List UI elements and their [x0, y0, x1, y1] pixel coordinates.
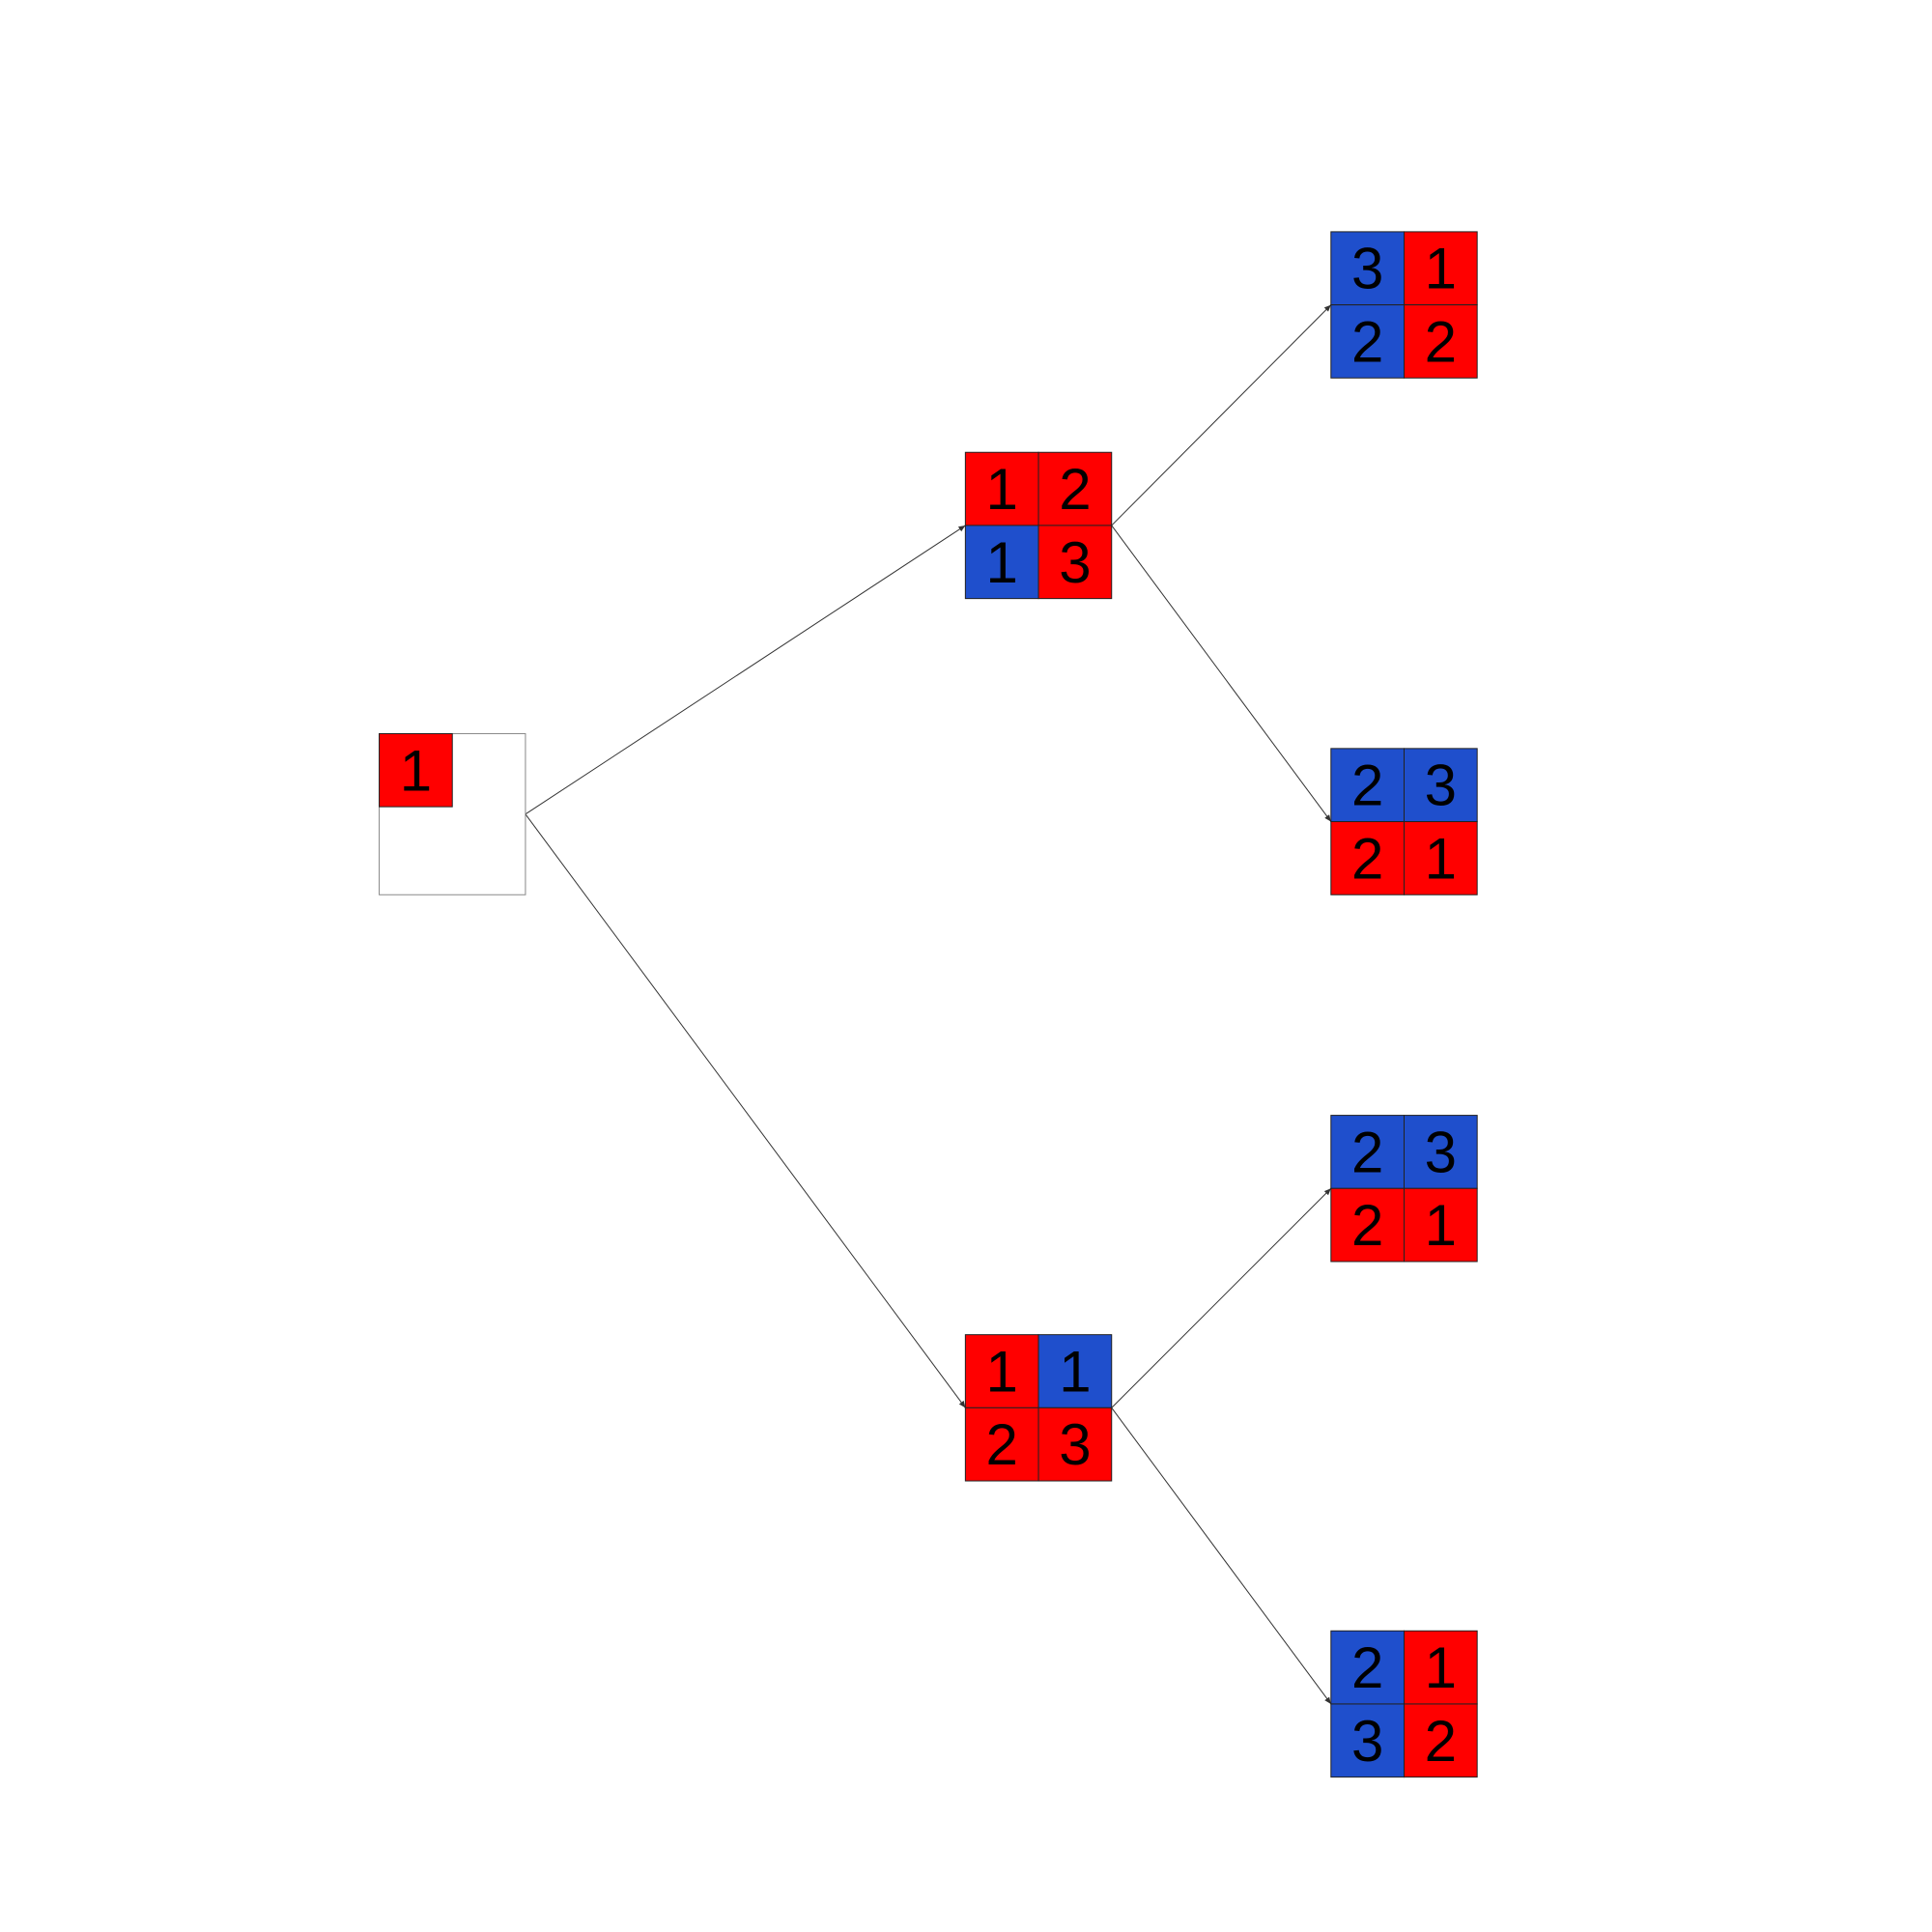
cell-number-label: 1	[1425, 826, 1457, 891]
cell-number-label: 2	[1351, 1193, 1383, 1258]
cell-blue	[1330, 1703, 1405, 1778]
edge-root-to-level1-top	[525, 525, 966, 815]
cell-red	[1403, 304, 1478, 379]
cell-number-label: 3	[1351, 1709, 1383, 1774]
edges-layer	[525, 304, 1332, 1705]
cell-red	[1403, 1187, 1478, 1263]
edge-level1-top-to-level2-b	[1111, 525, 1332, 822]
grid-node-root: 1	[379, 732, 526, 895]
cell-number-label: 2	[1351, 753, 1383, 818]
cell-number-label: 2	[1059, 457, 1091, 522]
edge-level1-top-to-level2-a	[1111, 304, 1332, 526]
cell-red	[964, 451, 1039, 526]
cell-number-label: 3	[1425, 753, 1457, 818]
cell-red	[1330, 1187, 1405, 1263]
cell-red	[1403, 1703, 1478, 1778]
edge-root-to-level1-bottom	[525, 813, 966, 1408]
cell-red	[1037, 451, 1113, 526]
cell-number-label: 1	[1425, 1635, 1457, 1700]
cell-red	[1403, 231, 1478, 306]
edge-level1-bottom-to-level2-d	[1111, 1407, 1332, 1705]
cell-blue	[1330, 1630, 1405, 1705]
cell-red	[1330, 821, 1405, 895]
cell-number-label: 2	[1351, 1120, 1383, 1184]
cell-blue	[1037, 1334, 1113, 1408]
cell-number-label: 3	[1425, 1120, 1457, 1184]
cell-red	[1037, 525, 1113, 600]
cell-number-label: 2	[1351, 309, 1383, 374]
cell-number-label: 1	[986, 1339, 1018, 1404]
cell-number-label: 2	[1425, 309, 1457, 374]
cell-number-label: 3	[1059, 530, 1091, 595]
cell-number-label: 1	[400, 738, 432, 803]
edge-level1-bottom-to-level2-c	[1111, 1187, 1332, 1408]
cell-number-label: 1	[1059, 1339, 1091, 1404]
cell-red	[964, 1406, 1039, 1482]
cell-number-label: 1	[986, 530, 1018, 595]
cell-blue	[1330, 304, 1405, 379]
cell-red	[1037, 1406, 1113, 1482]
cell-number-label: 3	[1059, 1412, 1091, 1477]
cell-blue	[964, 525, 1039, 600]
cell-red	[1403, 821, 1478, 895]
cell-red	[1403, 1630, 1478, 1705]
cell-number-label: 2	[1425, 1709, 1457, 1774]
cell-blue	[1403, 1115, 1478, 1189]
cell-number-label: 1	[1425, 1193, 1457, 1258]
cell-red	[379, 732, 453, 808]
cell-number-label: 1	[986, 457, 1018, 522]
cell-number-label: 2	[1351, 826, 1383, 891]
cell-blue	[1330, 1115, 1405, 1189]
cell-number-label: 3	[1351, 237, 1383, 301]
cell-number-label: 2	[986, 1412, 1018, 1477]
cell-number-label: 1	[1425, 237, 1457, 301]
cell-blue	[1403, 748, 1478, 823]
cell-number-label: 2	[1351, 1635, 1383, 1700]
